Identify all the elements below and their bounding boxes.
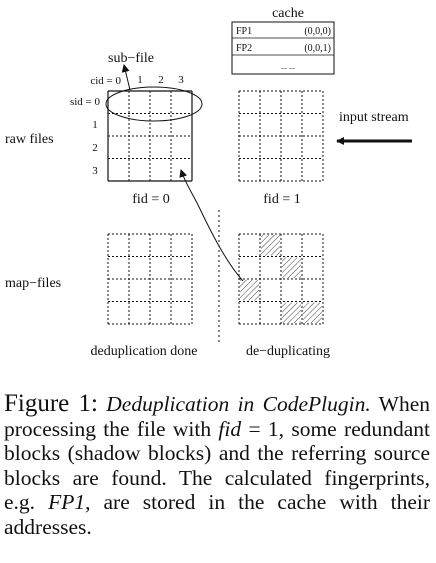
figure-title: Deduplication in CodePlugin. [106,392,371,416]
caption-text-2: = 1, some redundant blocks (shadow block… [4,416,431,515]
cache-table: cache FP1 (0,0,0) FP2 (0,0,1) ... ... [231,6,335,75]
dedup-done-label: deduplication done [91,344,198,359]
sub-file-ellipse [105,86,203,122]
grid-raw-fid0 [107,90,193,182]
caption-fid-var: fid [218,416,242,441]
sid-tick-2: 2 [92,142,98,154]
grid-map-fid1 [238,233,324,325]
cache-key-1: FP1 [236,26,252,37]
map-files-label: map−files [5,276,61,291]
raw-files-label: raw files [5,132,54,147]
sub-file-label: sub−file [108,51,154,66]
input-stream-label: input stream [339,110,409,125]
figure-caption: Figure 1: Deduplication in CodePlugin. W… [4,390,431,539]
shadow-block [240,280,259,301]
reference-arrow [179,169,244,282]
grid-map-fid0 [107,233,193,325]
cache-value-2: (0,0,1) [304,43,331,54]
cid-tick-1: 1 [137,74,143,86]
figure-label: Figure 1: [4,390,98,417]
sid-label: sid = 0 [70,96,101,108]
cid-tick-3: 3 [178,74,184,86]
shadow-block [261,235,280,256]
cache-value-1: (0,0,0) [304,26,331,37]
shadow-block [282,257,301,278]
cache-key-2: FP2 [236,43,252,54]
cache-ellipsis: ... ... [281,62,295,71]
sid-tick-3: 3 [92,165,98,177]
deduplicating-label: de−duplicating [246,344,330,359]
shadow-block [303,302,322,323]
sid-tick-1: 1 [92,119,98,131]
cache-title: cache [272,6,304,21]
caption-text-3: , are stored in the cache with their add… [4,490,430,539]
grid-raw-fid1 [238,90,324,182]
sub-file-arrow [121,64,131,91]
caption-text-1: When processing the file with [4,392,430,441]
deduplication-figure: cache FP1 (0,0,0) FP2 (0,0,1) ... ... ci… [5,6,412,359]
cid-label: cid = 0 [90,75,121,87]
caption-fp1: FP1 [48,490,86,514]
cid-tick-2: 2 [158,74,164,86]
shadow-block [282,302,301,323]
fid1-label: fid = 1 [263,192,300,207]
fid0-label: fid = 0 [132,192,169,207]
